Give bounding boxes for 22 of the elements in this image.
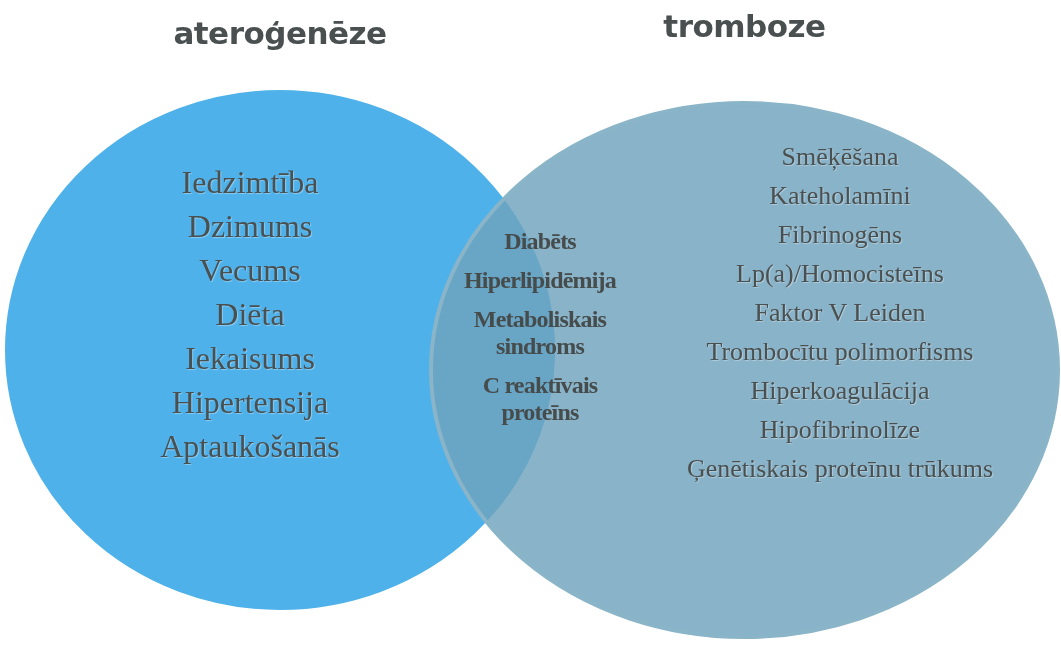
risk-factor-text: Hipertensija xyxy=(171,383,329,422)
risk-factor-text: Vecums xyxy=(199,251,301,290)
shared-risk-factor-text: Diabēts xyxy=(504,228,576,255)
risk-factor-text: Diēta xyxy=(215,295,285,334)
circle-heading: tromboze xyxy=(663,8,826,44)
shared-risk-factor-text: C reaktīvais proteīns xyxy=(481,372,599,426)
risk-factor-text: Trombocītu polimorfisms xyxy=(706,336,974,368)
risk-factor-text: Iedzimtība xyxy=(181,163,319,202)
risk-factor-text: Ģenētiskais proteīnu trūkums xyxy=(686,453,994,485)
risk-factor-text: Lp(a)/Homocisteīns xyxy=(736,258,944,290)
shared-risk-factor-text: Hiperlipidēmija xyxy=(464,267,616,294)
risk-factor-text: Faktor V Leiden xyxy=(754,297,926,329)
risk-factor-text: Iekaisums xyxy=(185,339,315,378)
risk-factor-text: Hipofibrinolīze xyxy=(759,414,921,446)
risk-factor-text: Hiperkoagulācija xyxy=(750,375,930,407)
risk-factor-text: Fibrinogēns xyxy=(777,219,903,251)
risk-factor-text: Aptaukošanās xyxy=(160,427,340,466)
risk-factor-text: Smēķēšana xyxy=(781,141,899,173)
risk-factor-text: Kateholamīni xyxy=(769,180,911,212)
shared-risk-factor-text: Metaboliskais sindroms xyxy=(472,306,608,360)
risk-factor-text: Dzimums xyxy=(187,207,313,246)
circle-heading: ateroģenēze xyxy=(173,15,387,51)
